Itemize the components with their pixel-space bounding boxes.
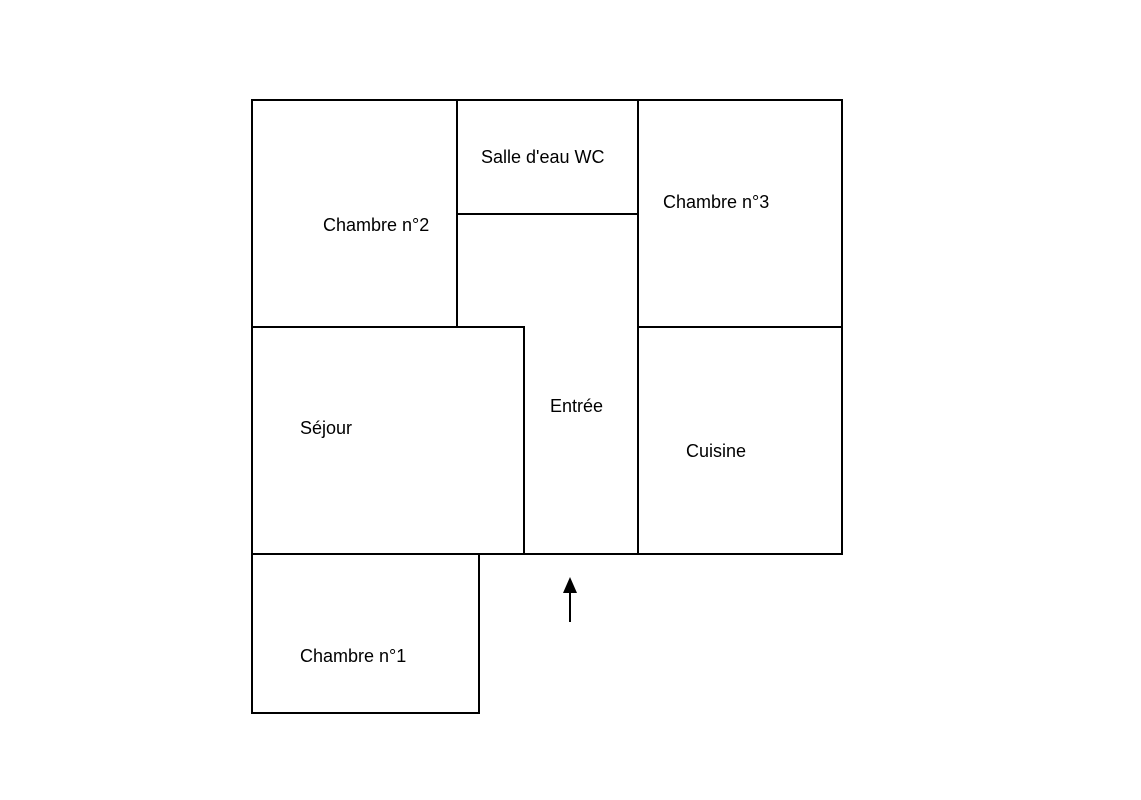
room-sejour [251, 326, 525, 555]
label-salle-d-eau-wc: Salle d'eau WC [481, 147, 605, 167]
label-chambre-2: Chambre n°2 [323, 215, 429, 235]
room-chambre-1 [251, 553, 480, 714]
label-cuisine: Cuisine [686, 441, 746, 461]
room-chambre-3 [637, 99, 843, 328]
arrow-up-icon [563, 577, 577, 622]
label-chambre-1: Chambre n°1 [300, 646, 406, 666]
label-entree: Entrée [550, 396, 603, 416]
label-chambre-3: Chambre n°3 [663, 192, 769, 212]
room-entree [456, 213, 639, 555]
label-sejour: Séjour [300, 418, 352, 438]
room-cuisine [637, 326, 843, 555]
room-chambre-2 [251, 99, 458, 328]
